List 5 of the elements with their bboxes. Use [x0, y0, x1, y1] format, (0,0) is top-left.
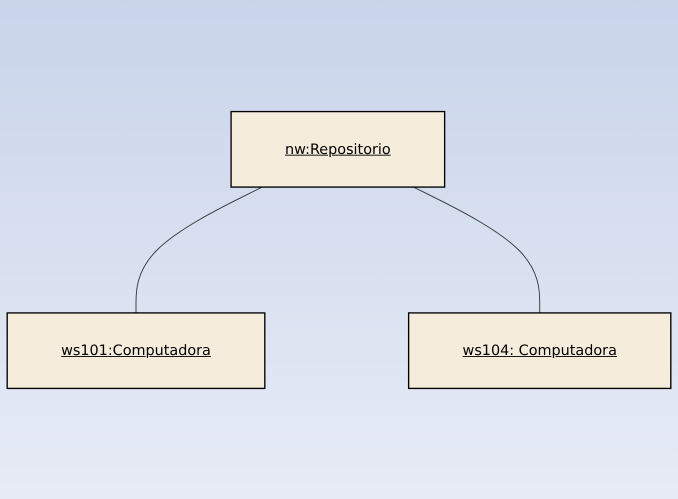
- connector: [413, 186, 540, 313]
- node-box: ws101:Computadora: [6, 312, 266, 389]
- node-box: nw:Repositorio: [230, 110, 446, 188]
- connector: [136, 186, 263, 313]
- node-box: ws104: Computadora: [408, 312, 672, 389]
